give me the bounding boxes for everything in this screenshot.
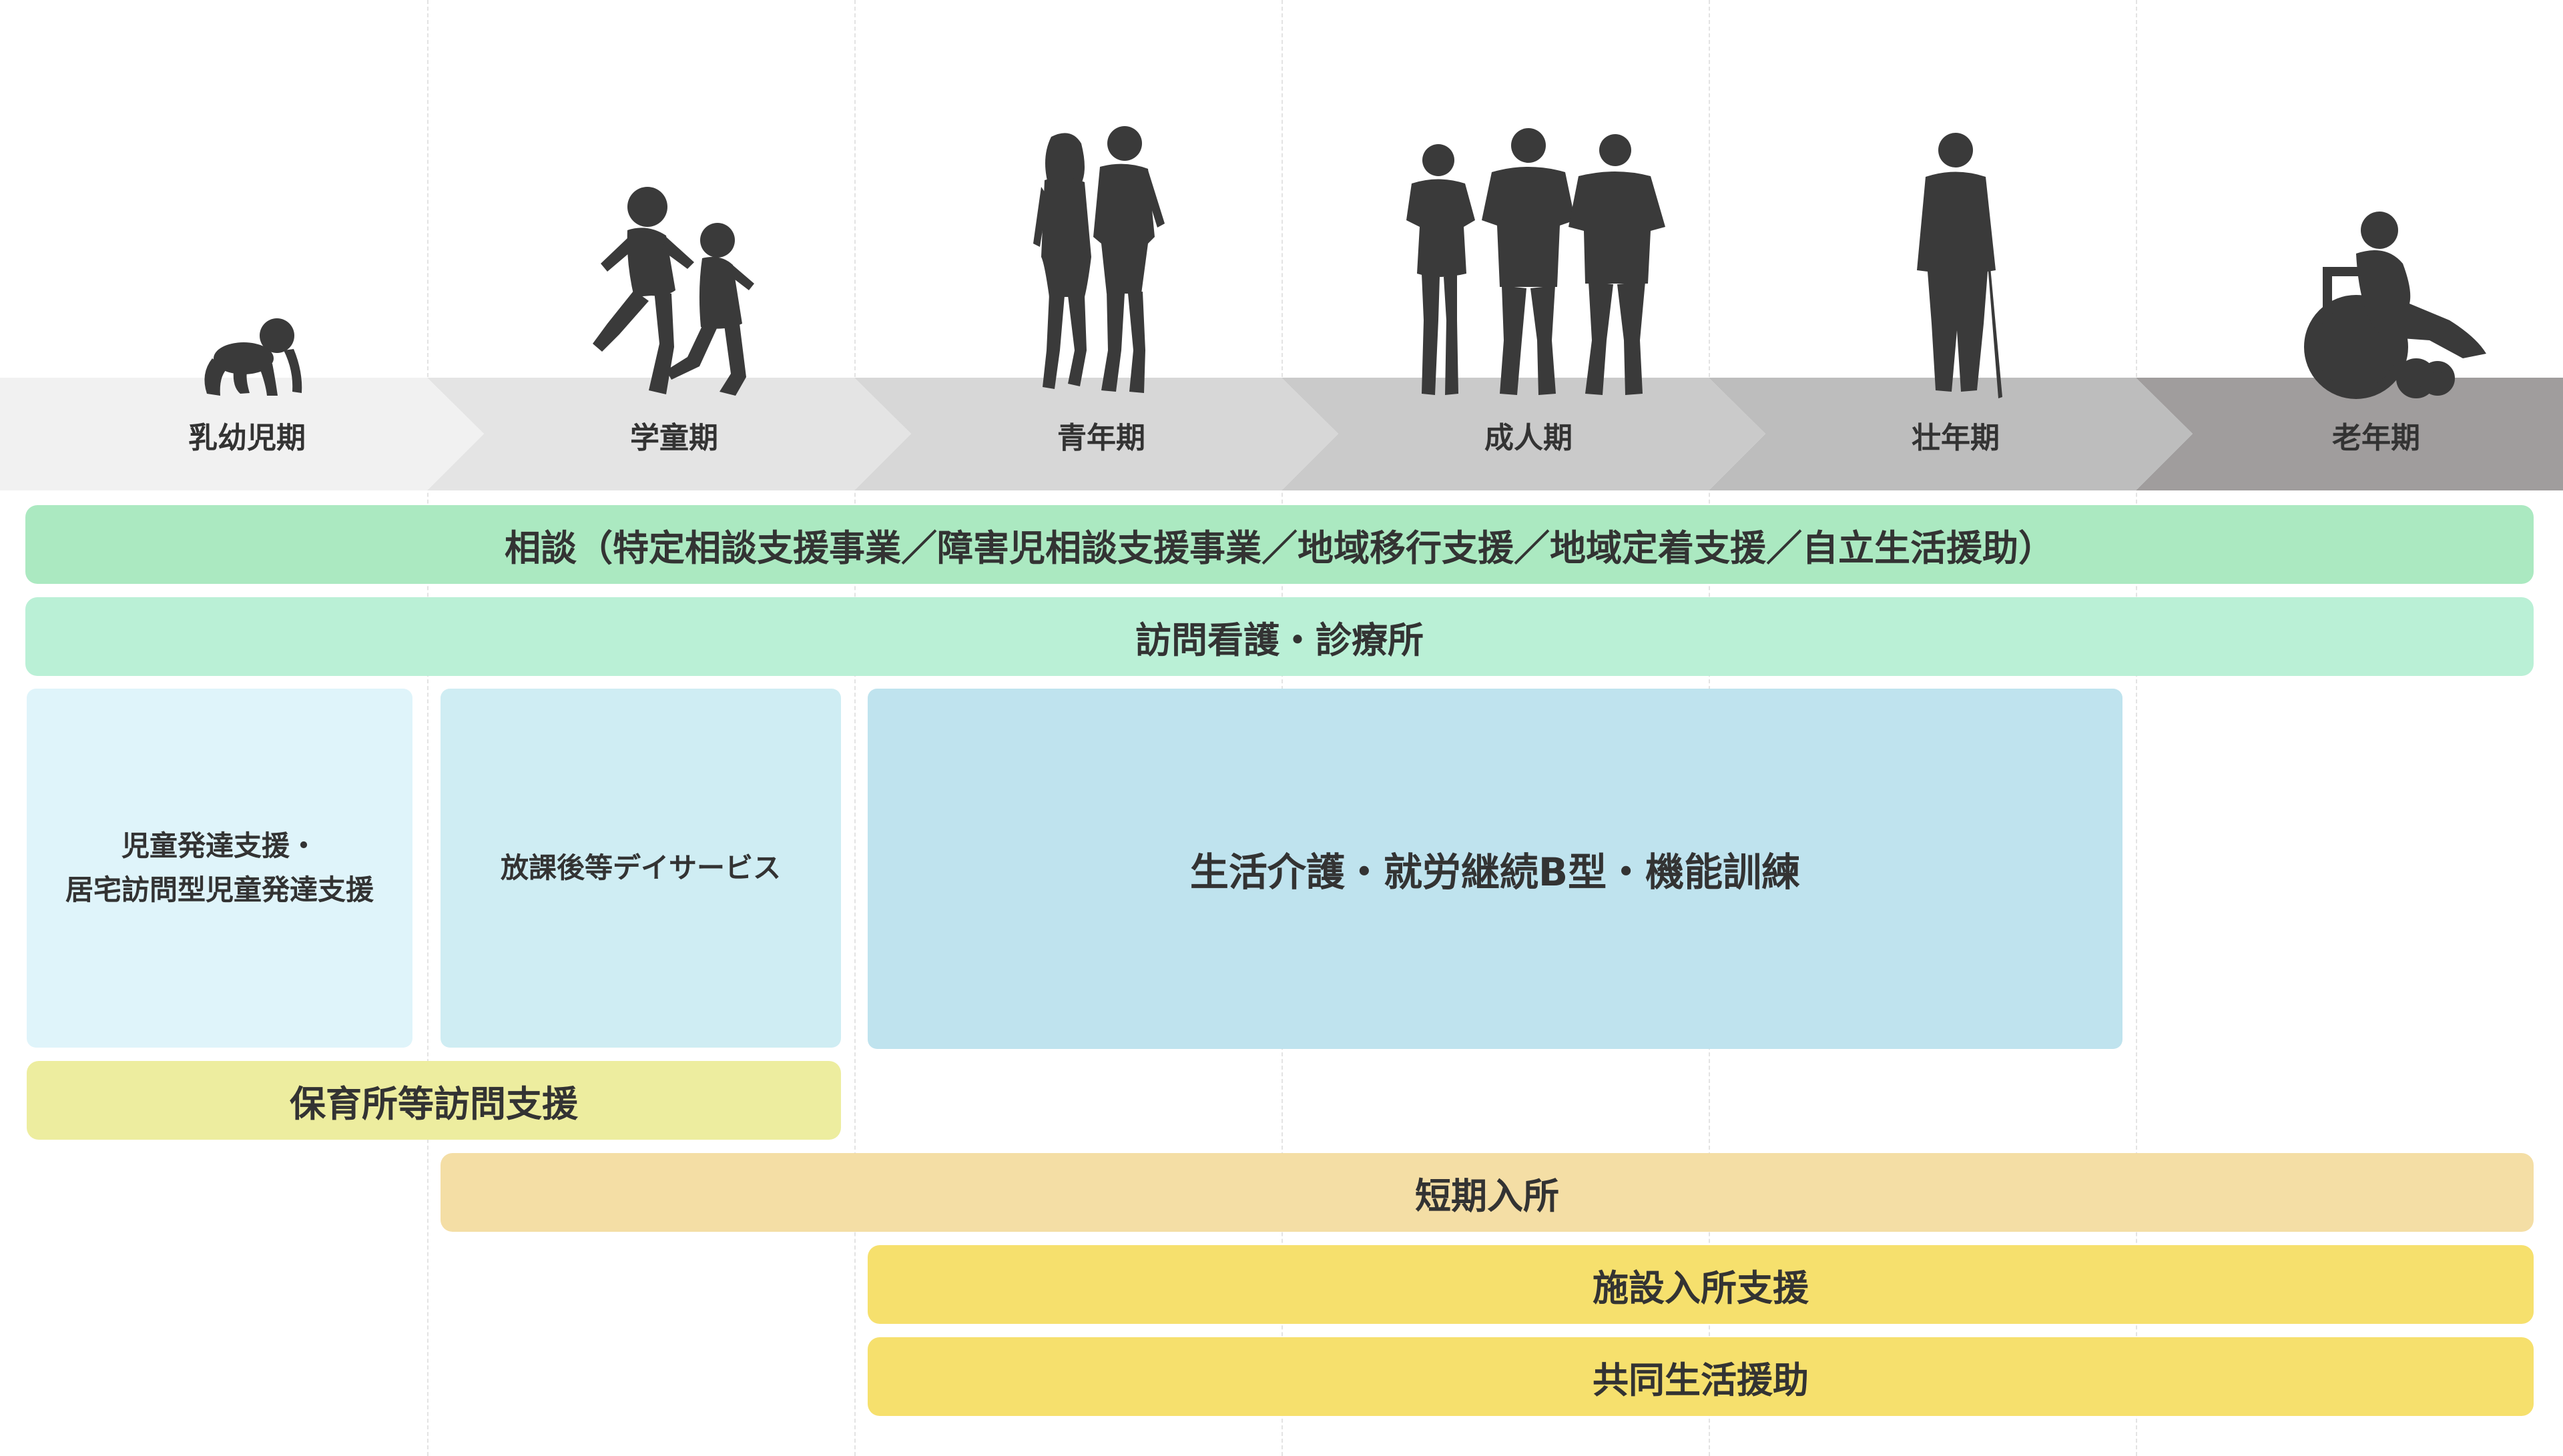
stage-chevron-infant: [0, 378, 484, 490]
nursery-visit-service-bar: 保育所等訪問支援: [27, 1061, 841, 1140]
daily-living-service-box: 生活介護・就労継続B型・機能訓練: [868, 689, 2122, 1049]
daily-living-service-label: 生活介護・就労継続B型・機能訓練: [1189, 849, 1801, 895]
group-home-service-label: 共同生活援助: [1593, 1359, 1809, 1401]
crawling-baby-icon: [204, 318, 302, 396]
stage-label-school: 学童期: [630, 421, 718, 455]
short-stay-service-label: 短期入所: [1415, 1174, 1559, 1217]
nursery-visit-service-label: 保育所等訪問支援: [290, 1082, 578, 1125]
after-school-service-label: 放課後等デイサービス: [500, 851, 781, 884]
stage-divider: [427, 0, 429, 1456]
short-stay-service-bar: 短期入所: [441, 1153, 2534, 1232]
stage-chevron-elderly: [2136, 378, 2563, 490]
home-nursing-service-bar: 訪問看護・診療所: [25, 597, 2534, 676]
consultation-service-bar: 相談（特定相談支援事業／障害児相談支援事業／地域移行支援／地域定着支援／自立生活…: [25, 505, 2534, 584]
stage-chevron-middle-age: [1709, 378, 2193, 490]
stage-chevron-adult: [1282, 378, 1765, 490]
stage-label-elderly: 老年期: [2332, 421, 2420, 455]
young-couple-icon: [1033, 126, 1165, 393]
home-nursing-service-label: 訪問看護・診療所: [1135, 619, 1424, 661]
adult-group-icon: [1406, 128, 1665, 395]
group-home-service-bar: 共同生活援助: [868, 1337, 2534, 1416]
stage-divider: [2136, 0, 2137, 1456]
child-development-label-line1: 児童発達支援・: [121, 829, 318, 862]
stage-label-youth: 青年期: [1057, 421, 1145, 455]
child-development-label-line2: 居宅訪問型児童発達支援: [65, 873, 374, 906]
life-stage-arrow-band: [0, 378, 2563, 490]
consultation-service-label: 相談（特定相談支援事業／障害児相談支援事業／地域移行支援／地域定着支援／自立生活…: [505, 526, 2054, 569]
stage-label-middle-age: 壮年期: [1912, 421, 2000, 455]
stage-chevron-school: [427, 378, 911, 490]
stage-chevron-youth: [854, 378, 1338, 490]
wheelchair-user-icon: [2304, 212, 2486, 399]
child-development-service-box: 児童発達支援・ 居宅訪問型児童発達支援: [27, 689, 412, 1048]
facility-admission-service-bar: 施設入所支援: [868, 1245, 2534, 1324]
after-school-service-box: 放課後等デイサービス: [441, 689, 841, 1048]
elderly-man-with-cane-icon: [1917, 133, 2002, 398]
running-children-icon: [593, 187, 754, 396]
stage-label-infant: 乳幼児期: [188, 421, 306, 455]
stage-divider: [854, 0, 856, 1456]
facility-admission-service-label: 施設入所支援: [1593, 1266, 1809, 1309]
stage-label-adult: 成人期: [1484, 421, 1573, 455]
